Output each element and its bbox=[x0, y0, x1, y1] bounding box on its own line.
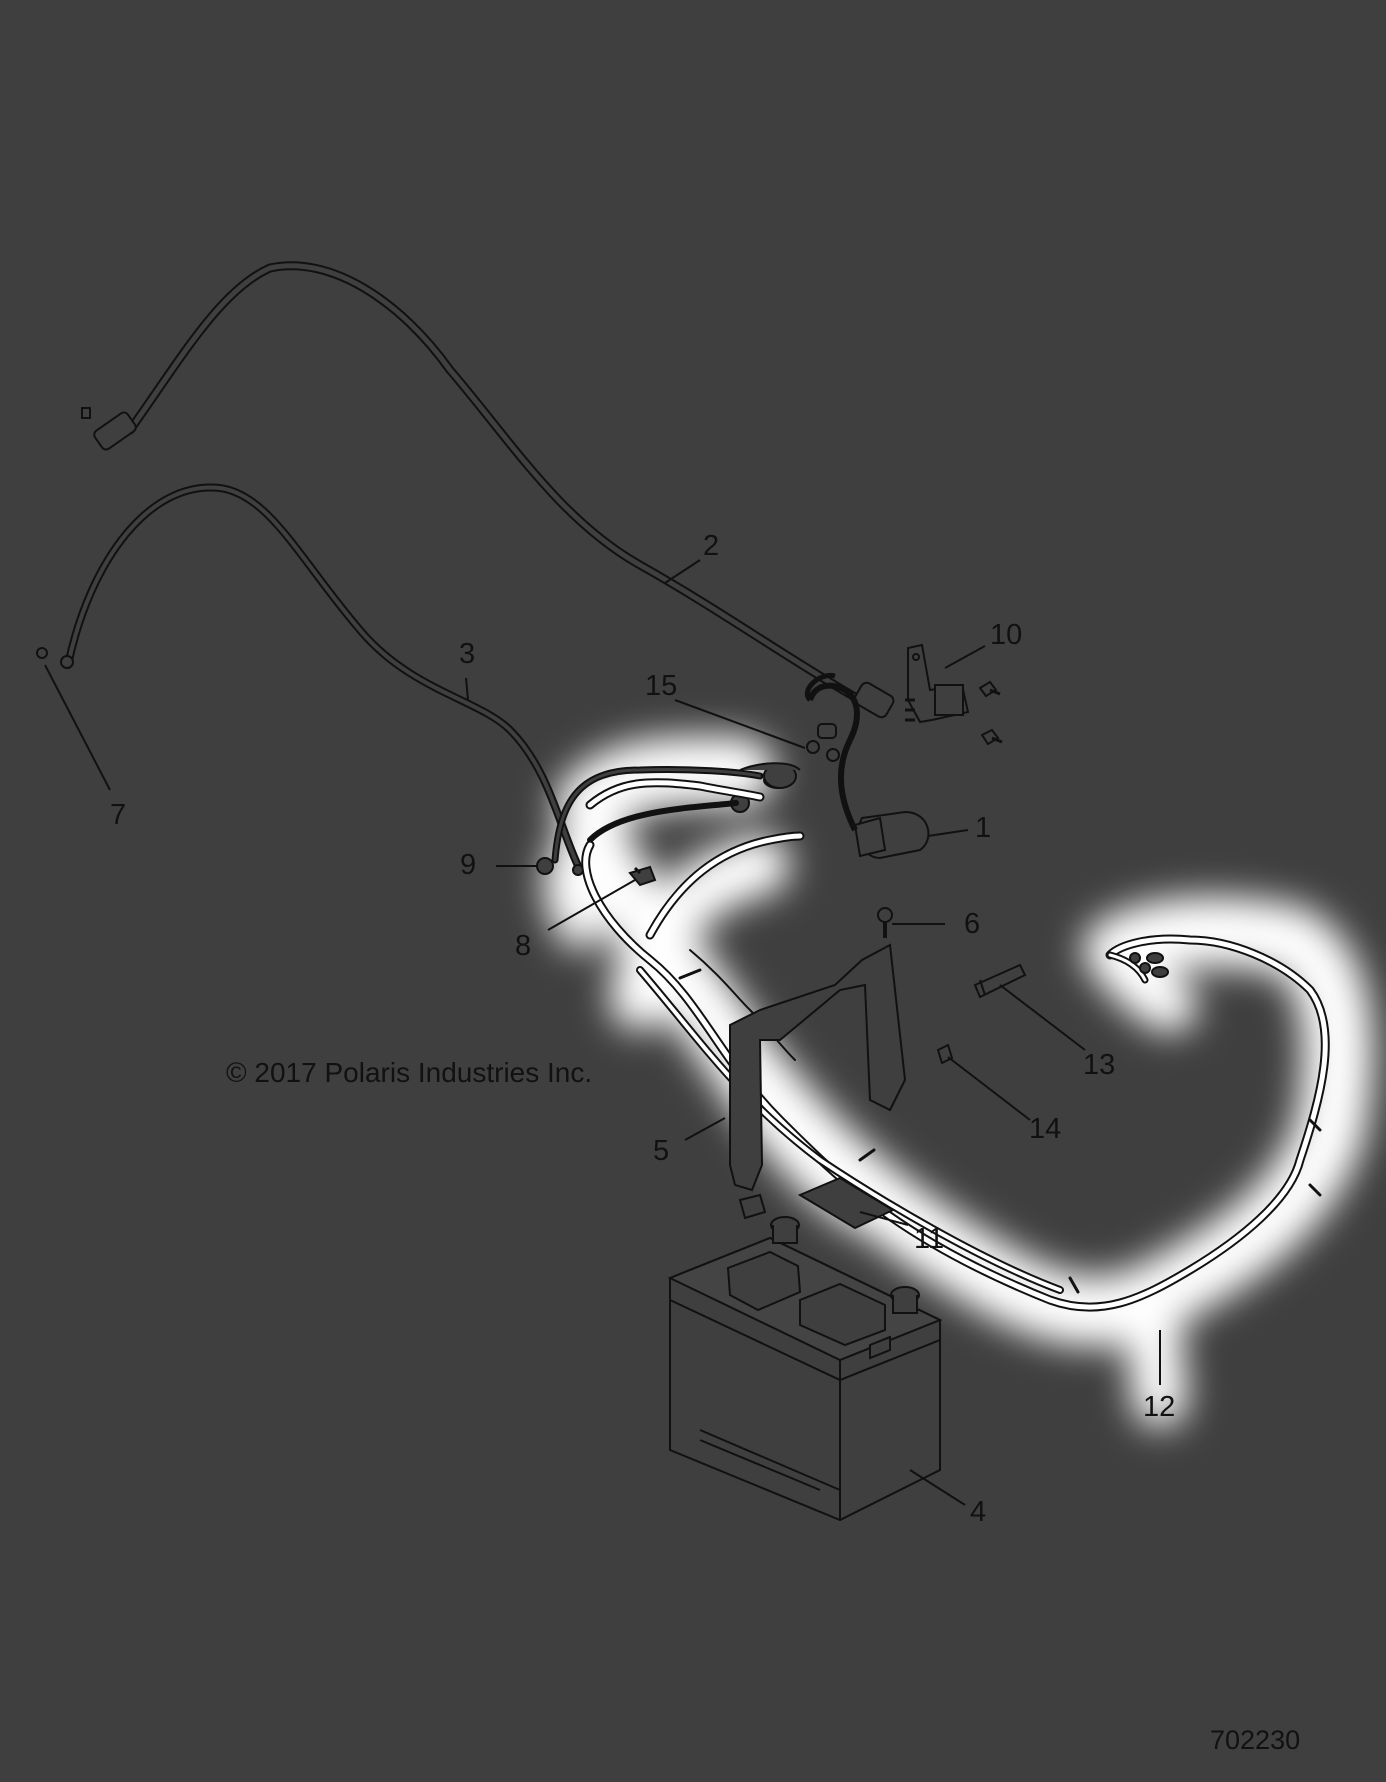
figure-number: 702230 bbox=[1210, 1725, 1301, 1755]
leader-3 bbox=[465, 677, 469, 701]
part-13-strip bbox=[973, 963, 1027, 999]
callout-4: 4 bbox=[970, 1496, 987, 1528]
harness-12 bbox=[581, 778, 1330, 1312]
leader-2 bbox=[664, 559, 701, 584]
callout-5: 5 bbox=[653, 1135, 670, 1167]
callout-1: 1 bbox=[975, 812, 992, 844]
leader-5 bbox=[684, 1117, 726, 1141]
callout-6: 6 bbox=[964, 908, 981, 940]
part-1-boot bbox=[805, 672, 930, 860]
leader-4 bbox=[909, 1469, 966, 1506]
part-14-clip bbox=[936, 1043, 954, 1065]
callout-9: 9 bbox=[460, 849, 477, 881]
leader-1 bbox=[927, 829, 969, 837]
part-9-nut bbox=[536, 857, 554, 875]
callout-14: 14 bbox=[1029, 1113, 1062, 1145]
leader-8 bbox=[547, 879, 636, 931]
relay-bolts bbox=[978, 680, 1003, 746]
callout-12: 12 bbox=[1143, 1391, 1176, 1423]
leader-10 bbox=[944, 645, 986, 669]
leader-11 bbox=[859, 1211, 909, 1226]
callout-11: 11 bbox=[914, 1223, 945, 1255]
copyright-text: © 2017 Polaris Industries Inc. bbox=[226, 1057, 593, 1088]
part-4-battery bbox=[667, 1216, 943, 1522]
callout-3: 3 bbox=[459, 638, 476, 670]
callout-10: 10 bbox=[990, 619, 1023, 651]
callout-2: 2 bbox=[703, 530, 720, 562]
part-10-relay bbox=[905, 643, 970, 724]
callout-13: 13 bbox=[1083, 1049, 1116, 1081]
callout-7: 7 bbox=[110, 799, 127, 831]
ring-terminal bbox=[739, 762, 801, 789]
callout-8: 8 bbox=[515, 930, 532, 962]
part-15-nut bbox=[806, 740, 840, 762]
part-8-clip bbox=[628, 865, 657, 887]
leader-7 bbox=[44, 664, 111, 791]
leader-15 bbox=[674, 699, 806, 749]
cable-3 bbox=[36, 483, 584, 876]
part-5-bracket bbox=[729, 943, 907, 1220]
leader-lines bbox=[44, 559, 1161, 1506]
cable-2 bbox=[81, 261, 895, 719]
part-6-screw bbox=[877, 907, 893, 938]
callout-15: 15 bbox=[645, 670, 678, 702]
leader-13 bbox=[999, 984, 1086, 1051]
leader-14 bbox=[947, 1056, 1031, 1121]
